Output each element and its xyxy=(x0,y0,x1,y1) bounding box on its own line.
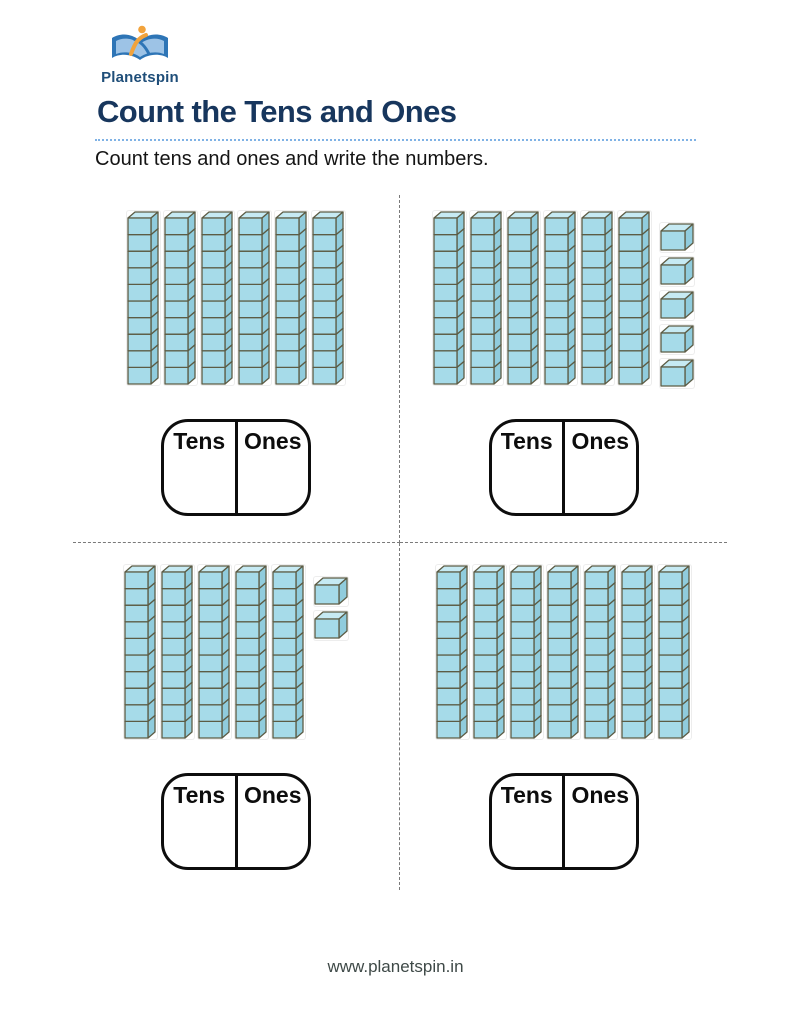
tens-label: Tens xyxy=(173,428,226,454)
tens-answer-cell[interactable]: Tens xyxy=(164,422,238,513)
tens-ones-answer-box: Tens Ones xyxy=(161,772,311,870)
tens-rod xyxy=(473,564,506,739)
blocks-area xyxy=(127,211,345,407)
ones-label: Ones xyxy=(243,781,302,808)
ones-cube xyxy=(660,257,694,286)
tens-rod xyxy=(507,211,540,385)
ones-answer-cell[interactable]: Ones xyxy=(238,776,309,867)
tens-rods-group xyxy=(433,211,651,385)
ones-answer-cell[interactable]: Ones xyxy=(565,422,636,513)
tens-rod xyxy=(161,564,194,739)
problem-quadrant-4: Tens Ones xyxy=(400,543,727,891)
ones-label: Ones xyxy=(571,781,630,808)
ones-cube xyxy=(660,223,694,252)
tens-ones-answer-box: Tens Ones xyxy=(488,772,639,870)
tens-rod xyxy=(658,564,691,739)
tens-rods-group xyxy=(124,564,305,739)
title-dotted-rule xyxy=(95,139,696,141)
tens-label: Tens xyxy=(173,781,226,808)
brand-logo: Planetspin xyxy=(98,24,182,86)
ones-cube xyxy=(660,291,694,320)
problem-quadrant-2: Tens Ones xyxy=(400,195,727,543)
tens-rod xyxy=(124,564,157,739)
tens-rod xyxy=(547,564,580,739)
tens-rod xyxy=(235,564,268,739)
ones-cube xyxy=(660,359,694,388)
tens-answer-cell[interactable]: Tens xyxy=(492,775,565,867)
tens-rod xyxy=(433,211,466,385)
tens-answer-cell[interactable]: Tens xyxy=(164,775,238,867)
ones-label: Ones xyxy=(243,428,302,454)
ones-cubes-group xyxy=(660,223,694,388)
tens-rod xyxy=(164,211,197,385)
problem-quadrant-1: Tens Ones xyxy=(73,195,400,543)
ones-cube xyxy=(314,610,348,640)
tens-ones-answer-box: Tens Ones xyxy=(161,419,311,516)
page-title: Count the Tens and Ones xyxy=(97,94,457,129)
tens-rod xyxy=(510,564,543,739)
tens-label: Tens xyxy=(500,781,553,808)
blocks-area xyxy=(433,211,694,407)
tens-rod xyxy=(544,211,577,385)
instruction-text: Count tens and ones and write the number… xyxy=(95,148,489,170)
problems-grid: Tens Ones Tens Ones xyxy=(73,195,727,890)
tens-ones-answer-box: Tens Ones xyxy=(488,419,639,516)
tens-rod xyxy=(470,211,503,385)
problem-quadrant-3: Tens Ones xyxy=(73,542,400,890)
ones-answer-cell[interactable]: Ones xyxy=(238,422,309,513)
tens-rod xyxy=(201,211,234,385)
tens-rod xyxy=(436,564,469,739)
tens-rod xyxy=(238,211,271,385)
tens-rods-group xyxy=(127,211,345,385)
tens-rod xyxy=(618,211,651,385)
tens-label: Tens xyxy=(500,428,553,454)
blocks-area xyxy=(436,564,691,761)
open-book-icon xyxy=(98,24,182,68)
ones-cube xyxy=(314,576,348,606)
ones-label: Ones xyxy=(571,428,630,454)
tens-rod xyxy=(581,211,614,385)
tens-rods-group xyxy=(436,564,691,739)
tens-rod xyxy=(272,564,305,739)
blocks-area xyxy=(124,564,348,761)
ones-answer-cell[interactable]: Ones xyxy=(565,776,636,867)
ones-cube xyxy=(660,325,694,354)
tens-rod xyxy=(584,564,617,739)
ones-cubes-group xyxy=(314,576,348,640)
tens-answer-cell[interactable]: Tens xyxy=(492,422,565,513)
tens-rod xyxy=(621,564,654,739)
tens-rod xyxy=(312,211,345,385)
footer-url: www.planetspin.in xyxy=(327,957,464,976)
tens-rod xyxy=(275,211,308,385)
brand-name: Planetspin xyxy=(101,69,179,86)
tens-rod xyxy=(127,211,160,385)
tens-rod xyxy=(198,564,231,739)
